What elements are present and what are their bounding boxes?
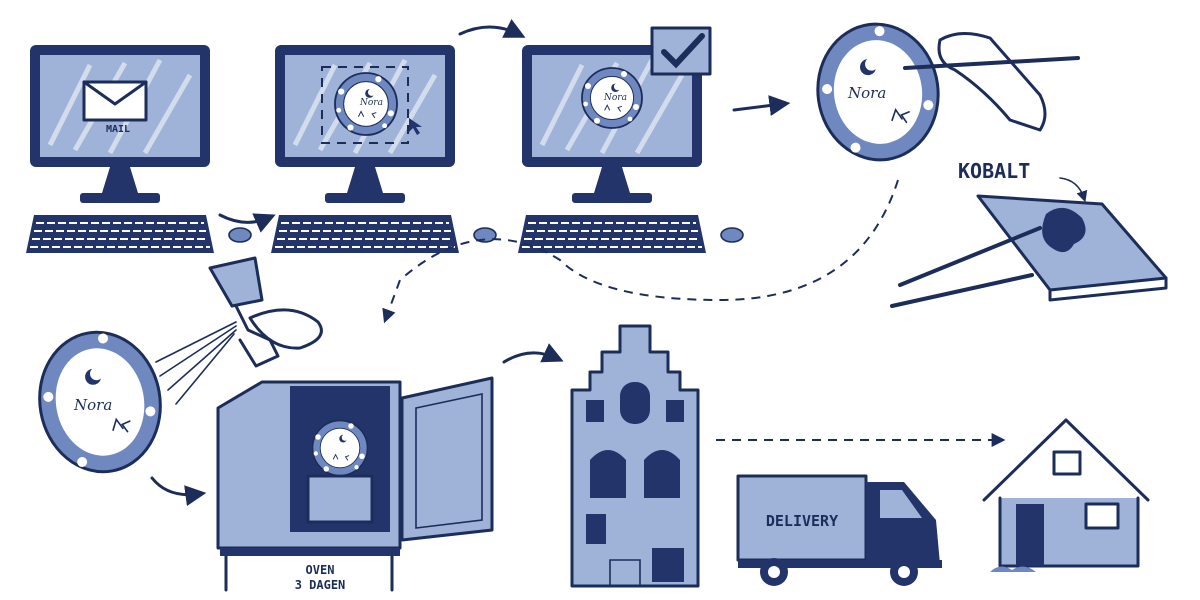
oven-label-line2: 3 DAGEN [295, 578, 346, 592]
checkmark-icon [650, 26, 712, 76]
plate-name-final: Nora [603, 93, 627, 103]
step-glaze-spray: Nora [38, 256, 323, 474]
dashed-arrow-paint-to-glaze [382, 179, 899, 324]
step-hand-painting: Nora [816, 22, 1080, 162]
arrow-kiln-to-workshop [502, 343, 564, 364]
oven-label-line1: OVEN [306, 563, 335, 577]
arrow-glaze-to-kiln [150, 476, 207, 507]
step-cobalt-paint: KOBALT [890, 159, 1168, 308]
step-approve-computer: Nora [518, 26, 743, 253]
cobalt-label: KOBALT [958, 159, 1030, 183]
truck-label: DELIVERY [766, 512, 838, 530]
plate-name-preview: Nora [359, 98, 383, 108]
house-icon [982, 418, 1150, 572]
envelope-icon [82, 80, 148, 122]
step-design-computer: Nora [271, 45, 496, 253]
step-canal-house [570, 324, 700, 588]
step-delivery-truck: DELIVERY [736, 474, 942, 586]
painting-hand-icon [903, 32, 1080, 132]
step-home [982, 418, 1150, 572]
mail-label: MAIL [106, 124, 130, 135]
arrow-email-to-design [218, 213, 276, 233]
cursor-icon [409, 118, 422, 135]
step-email-computer: MAIL [26, 45, 251, 253]
truck-icon [736, 474, 942, 586]
brush-icon [898, 226, 1042, 287]
plate-name-painted: Nora [847, 84, 886, 102]
canal-house-icon [570, 324, 700, 588]
plate-name-glazed: Nora [73, 396, 112, 414]
step-kiln: OVEN 3 DAGEN [216, 376, 494, 592]
arrow-design-to-approve [458, 18, 526, 38]
oven-icon [216, 376, 494, 592]
brush-icon-2 [890, 273, 1034, 308]
spray-gun-icon [155, 256, 323, 405]
palette-icon [976, 194, 1168, 302]
arrow-approve-to-paint [732, 95, 791, 116]
plate-in-oven-icon [311, 419, 369, 477]
